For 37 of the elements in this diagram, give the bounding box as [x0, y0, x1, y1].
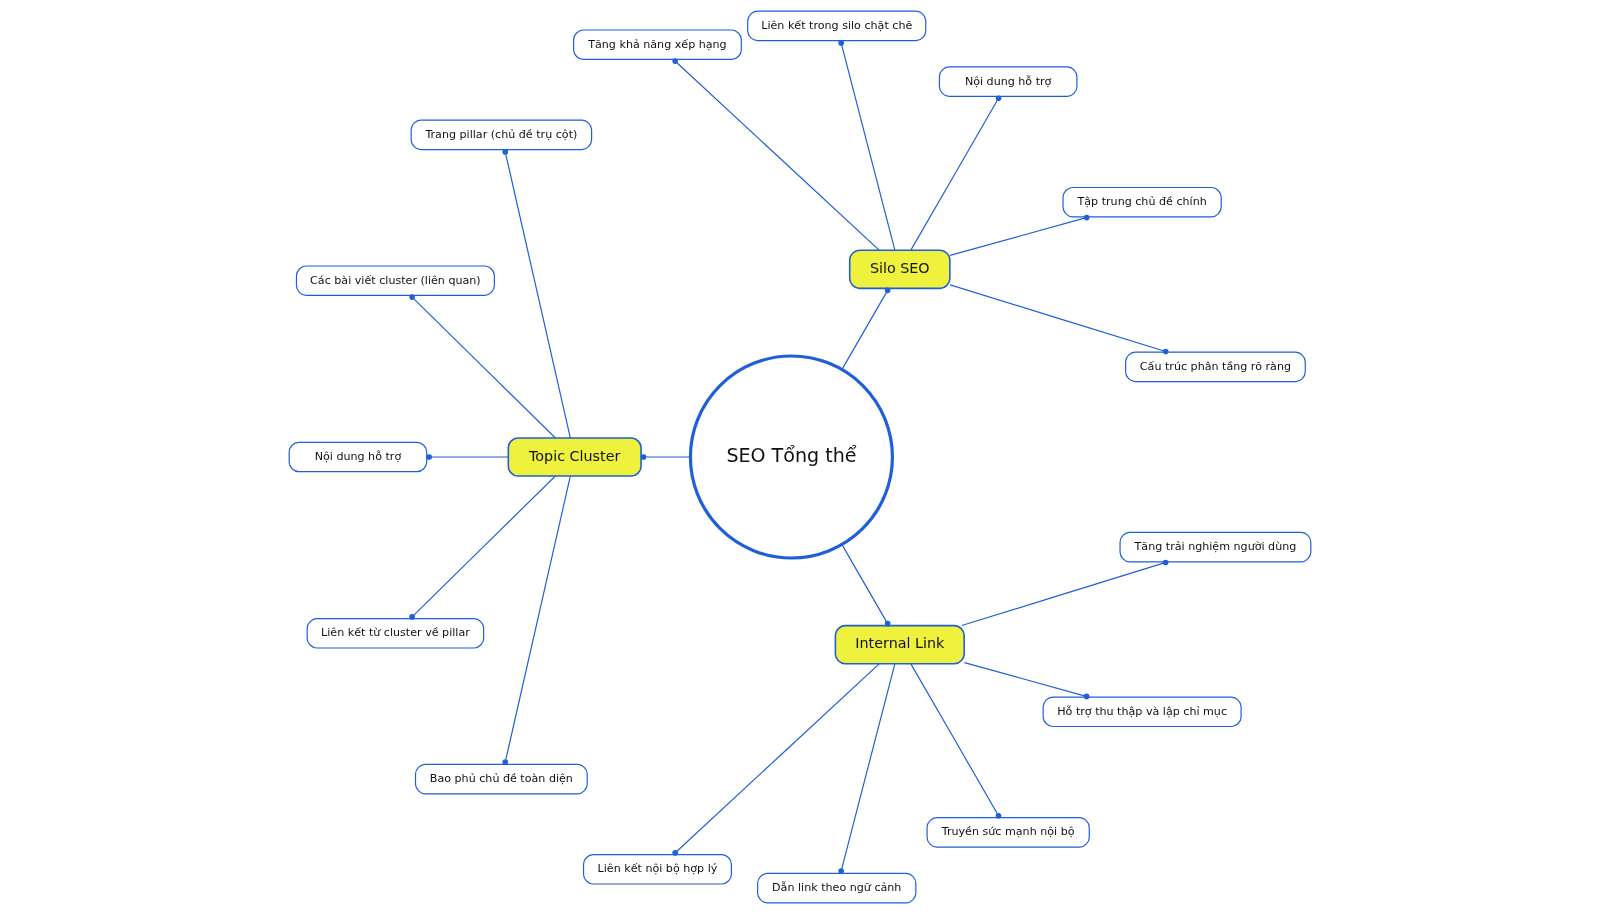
connector — [838, 663, 896, 874]
connector — [949, 214, 1090, 256]
node-circle: SEO Tổng thể — [688, 354, 894, 560]
node-box: Truyền sức mạnh nội bộ — [926, 817, 1090, 848]
connector — [910, 95, 1002, 251]
node-box: Topic Cluster — [507, 437, 642, 477]
connector — [409, 475, 556, 620]
connector — [426, 454, 509, 460]
connector — [963, 662, 1090, 700]
node-box: Silo SEO — [848, 249, 951, 290]
node-box: Nội dung hỗ trợ — [938, 66, 1078, 97]
connector — [841, 287, 891, 370]
node-box: Các bài viết cluster (liên quan) — [295, 265, 495, 296]
connector — [409, 294, 556, 439]
node-box: Tăng khả năng xếp hạng — [573, 29, 742, 61]
connector — [841, 544, 891, 627]
node-box: Internal Link — [834, 624, 965, 665]
connector — [838, 40, 896, 251]
node-box: Trang pillar (chủ đề trụ cột) — [410, 119, 593, 151]
node-box: Liên kết từ cluster về pillar — [306, 618, 485, 649]
node-box: Liên kết trong silo chặt chẽ — [747, 10, 927, 42]
connector — [502, 475, 571, 765]
node-box: Liên kết nội bộ hợp lý — [582, 853, 732, 885]
connector — [502, 149, 571, 439]
node-box: Tăng trải nghiệm người dùng — [1119, 531, 1312, 563]
node-box: Tập trung chủ đề chính — [1062, 186, 1222, 218]
node-box: Dẫn link theo ngữ cảnh — [757, 872, 917, 904]
connector — [961, 559, 1169, 627]
connector — [672, 58, 880, 251]
connector — [949, 284, 1169, 355]
node-box: Hỗ trợ thu thập và lập chỉ mục — [1042, 696, 1242, 728]
node-box: Cấu trúc phân tầng rõ ràng — [1125, 351, 1306, 383]
node-box: Nội dung hỗ trợ — [288, 441, 428, 473]
connector — [910, 663, 1002, 819]
connector — [640, 454, 691, 460]
node-box: Bao phủ chủ đề toàn diện — [414, 763, 588, 795]
connector — [672, 663, 880, 856]
